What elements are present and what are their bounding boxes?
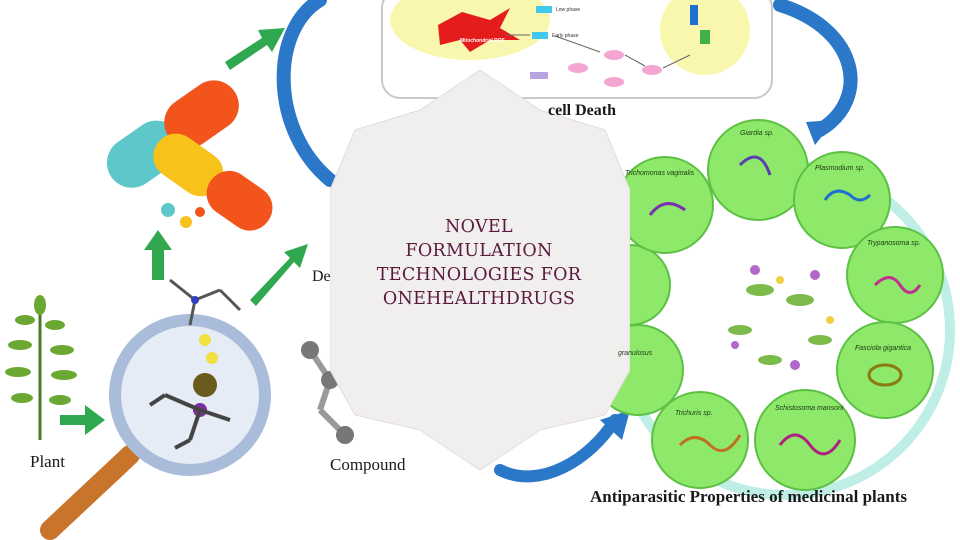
antiparasitic-label: Antiparasitic Properties of medicinal pl… xyxy=(590,487,907,506)
title-line-4: ONEHEALTHDRUGS xyxy=(382,289,576,309)
parasite-label-plasmodium: Plasmodium sp. xyxy=(815,165,865,172)
green-arrows xyxy=(60,28,308,435)
parasite-circle-trichuris xyxy=(651,391,749,489)
cell-death-label: cell Death xyxy=(548,102,616,119)
compound-label: Compound xyxy=(330,455,406,474)
pathway-label-low: Low phase xyxy=(556,7,581,13)
plant-illustration xyxy=(5,295,77,440)
parasite-label-trichuris: Trichuris sp. xyxy=(675,410,713,417)
plant-label: Plant xyxy=(30,452,65,471)
title-line-2: FORMULATION xyxy=(405,241,553,261)
molecule-structure xyxy=(169,278,242,346)
drug-label: De xyxy=(312,268,331,285)
parasite-circle-fasciola xyxy=(836,321,934,419)
parasite-label-trypanosoma: Trypanosoma sp. xyxy=(867,240,921,247)
title-line-3: TECHNOLOGIES FOR xyxy=(376,265,582,285)
title-line-1: NOVEL xyxy=(445,217,513,237)
parasite-ring xyxy=(589,119,955,500)
parasite-label-giardia: Giardia sp. xyxy=(740,130,774,137)
parasite-label-trichomonas: Trichomonas vaginalis xyxy=(625,170,695,177)
parasite-label-fasciola: Fasciola gigantica xyxy=(855,345,912,352)
pathway-label-early: Early phase xyxy=(552,33,579,39)
parasite-label-granulosus: granulosus xyxy=(618,350,653,357)
medicinal-plants-center xyxy=(685,230,885,430)
title-text: NOVEL FORMULATION TECHNOLOGIES FOR ONEHE… xyxy=(338,215,620,311)
parasite-label-schistosoma: Schistosoma mansoni xyxy=(775,405,844,412)
pathway-label-mito: Mitochondrial ROS xyxy=(460,38,505,44)
mitochondrial-ros-burst xyxy=(438,8,520,52)
cycle-arrows xyxy=(276,0,858,483)
parasite-circle-plasmodium xyxy=(793,151,891,249)
drug-capsules-illustration xyxy=(106,80,273,231)
title-card xyxy=(330,70,630,470)
